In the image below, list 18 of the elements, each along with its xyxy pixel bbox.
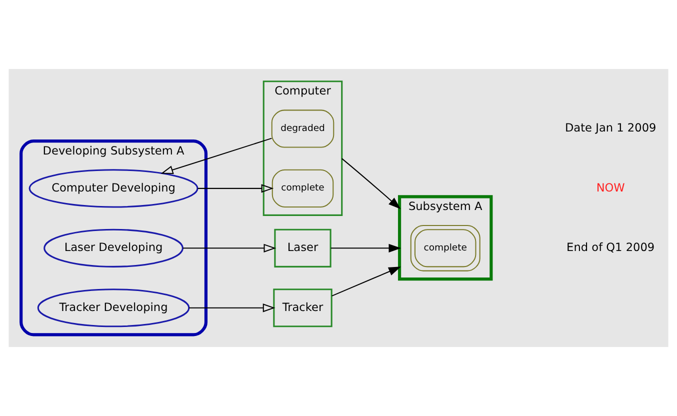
arrow <box>182 244 276 252</box>
arrow <box>332 266 401 296</box>
arrow <box>330 244 402 252</box>
label: NOW <box>596 180 625 194</box>
node-box: Tracker <box>273 288 332 328</box>
node-ellipse: Laser Developing <box>44 228 184 268</box>
label: Date Jan 1 2009 <box>564 120 656 135</box>
arrow <box>189 304 276 312</box>
arrow <box>198 184 274 193</box>
node-box: complete <box>410 225 480 272</box>
arrow <box>160 138 272 174</box>
node-box: Laser <box>274 228 332 268</box>
label: End of Q1 2009 <box>566 240 655 254</box>
node-box: complete <box>272 169 334 208</box>
arrow <box>342 158 401 210</box>
node-ellipse: Tracker Developing <box>37 288 190 328</box>
node-ellipse: Computer Developing <box>28 169 198 208</box>
node-box: degraded <box>271 110 334 148</box>
